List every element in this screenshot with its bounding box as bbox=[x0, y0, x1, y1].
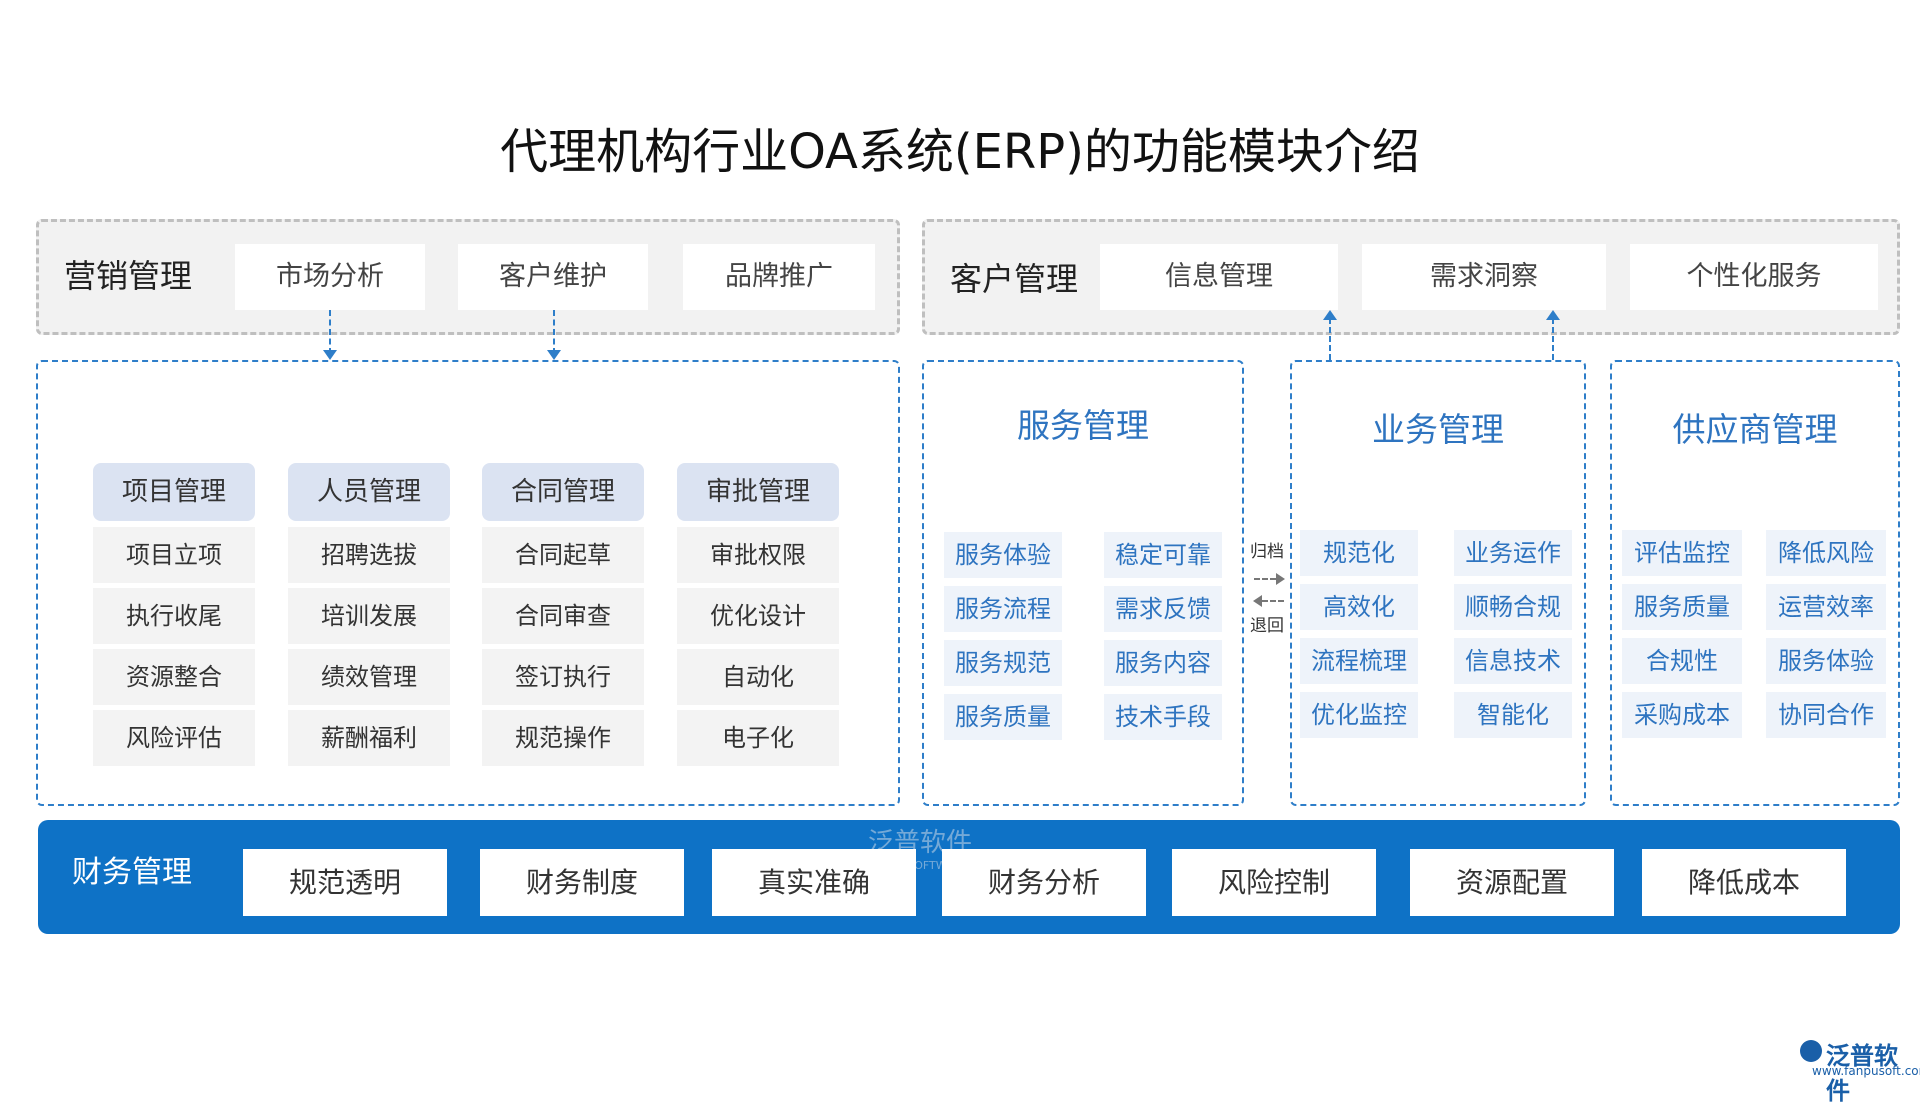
arrow-left-icon bbox=[1253, 595, 1262, 607]
service-title: 服务管理 bbox=[1017, 406, 1149, 445]
supplier-cell: 合规性 bbox=[1622, 638, 1742, 684]
grid-header-3: 审批管理 bbox=[677, 463, 839, 521]
customer-item-personal-service: 个性化服务 bbox=[1630, 244, 1878, 310]
grid-cell: 薪酬福利 bbox=[288, 710, 450, 766]
finance-item: 降低成本 bbox=[1642, 849, 1846, 916]
service-cell: 服务规范 bbox=[944, 640, 1062, 686]
marketing-item-market-analysis: 市场分析 bbox=[235, 244, 425, 310]
service-cell: 服务体验 bbox=[944, 532, 1062, 578]
business-title: 业务管理 bbox=[1372, 410, 1504, 449]
grid-cell: 风险评估 bbox=[93, 710, 255, 766]
arrow-line-1 bbox=[329, 310, 331, 354]
grid-cell: 审批权限 bbox=[677, 527, 839, 583]
return-label: 退回 bbox=[1250, 616, 1284, 636]
finance-label: 财务管理 bbox=[72, 855, 192, 890]
grid-cell: 项目立项 bbox=[93, 527, 255, 583]
supplier-cell: 协同合作 bbox=[1766, 692, 1886, 738]
grid-cell: 电子化 bbox=[677, 710, 839, 766]
return-arrow-line bbox=[1262, 600, 1284, 602]
arrow-right-icon bbox=[1276, 573, 1285, 585]
finance-item: 风险控制 bbox=[1172, 849, 1376, 916]
supplier-cell: 采购成本 bbox=[1622, 692, 1742, 738]
finance-item: 财务分析 bbox=[942, 849, 1146, 916]
arrow-line-4 bbox=[1552, 318, 1554, 360]
marketing-label: 营销管理 bbox=[64, 257, 193, 295]
grid-cell: 资源整合 bbox=[93, 649, 255, 705]
arrow-up-icon bbox=[1323, 310, 1337, 320]
arrow-line-2 bbox=[553, 310, 555, 354]
grid-cell: 绩效管理 bbox=[288, 649, 450, 705]
service-cell: 技术手段 bbox=[1104, 694, 1222, 740]
logo-icon bbox=[1800, 1040, 1822, 1062]
logo-url: www.fanpusoft.com bbox=[1812, 1064, 1920, 1078]
service-cell: 服务内容 bbox=[1104, 640, 1222, 686]
finance-item: 资源配置 bbox=[1410, 849, 1614, 916]
supplier-cell: 评估监控 bbox=[1622, 530, 1742, 576]
grid-cell: 签订执行 bbox=[482, 649, 644, 705]
supplier-cell: 降低风险 bbox=[1766, 530, 1886, 576]
grid-cell: 合同审查 bbox=[482, 588, 644, 644]
business-cell: 智能化 bbox=[1454, 692, 1572, 738]
grid-header-1: 人员管理 bbox=[288, 463, 450, 521]
service-cell: 服务流程 bbox=[944, 586, 1062, 632]
grid-cell: 执行收尾 bbox=[93, 588, 255, 644]
service-cell: 服务质量 bbox=[944, 694, 1062, 740]
customer-item-insight: 需求洞察 bbox=[1362, 244, 1606, 310]
arrow-down-icon bbox=[547, 350, 561, 360]
finance-item: 财务制度 bbox=[480, 849, 684, 916]
business-cell: 业务运作 bbox=[1454, 530, 1572, 576]
arrow-down-icon bbox=[323, 350, 337, 360]
finance-item: 真实准确 bbox=[712, 849, 916, 916]
grid-cell: 自动化 bbox=[677, 649, 839, 705]
supplier-cell: 运营效率 bbox=[1766, 584, 1886, 630]
marketing-item-customer-maintenance: 客户维护 bbox=[458, 244, 648, 310]
marketing-item-brand-promotion: 品牌推广 bbox=[683, 244, 875, 310]
service-cell: 稳定可靠 bbox=[1104, 532, 1222, 578]
customer-item-info: 信息管理 bbox=[1100, 244, 1338, 310]
archive-arrow-line bbox=[1254, 578, 1276, 580]
grid-cell: 规范操作 bbox=[482, 710, 644, 766]
grid-cell: 优化设计 bbox=[677, 588, 839, 644]
business-cell: 顺畅合规 bbox=[1454, 584, 1572, 630]
grid-cell: 招聘选拔 bbox=[288, 527, 450, 583]
business-cell: 信息技术 bbox=[1454, 638, 1572, 684]
business-cell: 规范化 bbox=[1300, 530, 1418, 576]
business-cell: 优化监控 bbox=[1300, 692, 1418, 738]
grid-cell: 培训发展 bbox=[288, 588, 450, 644]
finance-item: 规范透明 bbox=[243, 849, 447, 916]
supplier-cell: 服务质量 bbox=[1622, 584, 1742, 630]
business-cell: 高效化 bbox=[1300, 584, 1418, 630]
supplier-cell: 服务体验 bbox=[1766, 638, 1886, 684]
customer-label: 客户管理 bbox=[950, 260, 1079, 298]
service-cell: 需求反馈 bbox=[1104, 586, 1222, 632]
business-cell: 流程梳理 bbox=[1300, 638, 1418, 684]
arrow-up-icon bbox=[1546, 310, 1560, 320]
grid-header-2: 合同管理 bbox=[482, 463, 644, 521]
supplier-title: 供应商管理 bbox=[1672, 410, 1838, 449]
page-title: 代理机构行业OA系统(ERP)的功能模块介绍 bbox=[500, 124, 1420, 180]
grid-cell: 合同起草 bbox=[482, 527, 644, 583]
archive-label: 归档 bbox=[1250, 542, 1284, 562]
grid-header-0: 项目管理 bbox=[93, 463, 255, 521]
arrow-line-3 bbox=[1329, 318, 1331, 360]
